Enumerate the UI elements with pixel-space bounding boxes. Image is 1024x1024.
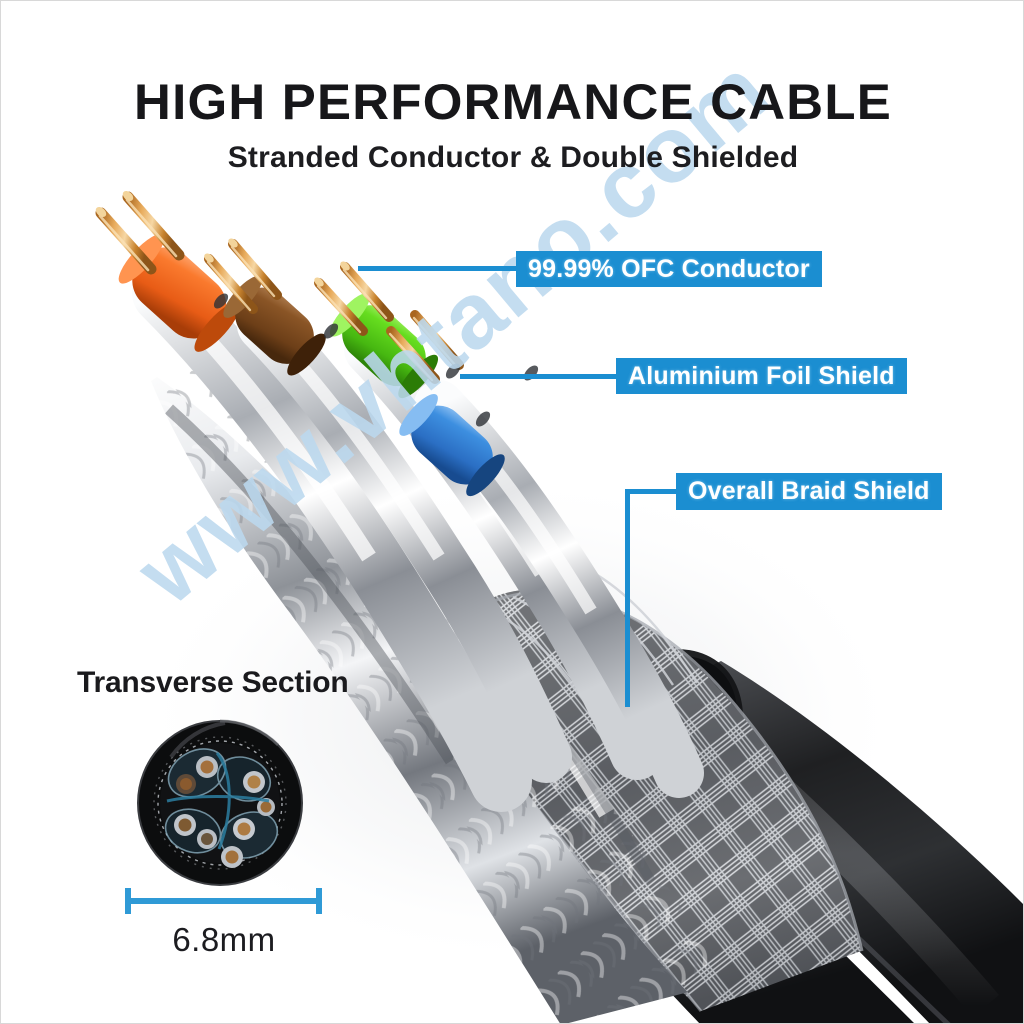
page-subtitle: Stranded Conductor & Double Shielded (227, 141, 799, 174)
transverse-section-graphic (137, 719, 303, 886)
leader-line-aluminium-foil-shield (460, 374, 618, 379)
dimension-cap-left (125, 888, 131, 914)
transverse-section-title: Transverse Section (77, 666, 349, 699)
dimension-line (125, 898, 322, 904)
dimension-cap-right (316, 888, 322, 914)
dimension-label: 6.8mm (172, 921, 276, 958)
twisted-pair-orange (95, 191, 532, 812)
twisted-pair-blue (386, 310, 704, 798)
callout-overall-braid-shield: Overall Braid Shield (676, 473, 942, 510)
twisted-pair-brown (204, 238, 572, 783)
callout-ofc-conductor: 99.99% OFC Conductor (516, 251, 822, 287)
page-title: HIGH PERFORMANCE CABLE (134, 74, 892, 130)
leader-line-braid-shield-vertical (625, 489, 630, 707)
callout-aluminium-foil-shield: Aluminium Foil Shield (616, 358, 907, 394)
leader-line-braid-shield-horizontal (625, 489, 678, 494)
leader-line-ofc-conductor (358, 266, 518, 271)
